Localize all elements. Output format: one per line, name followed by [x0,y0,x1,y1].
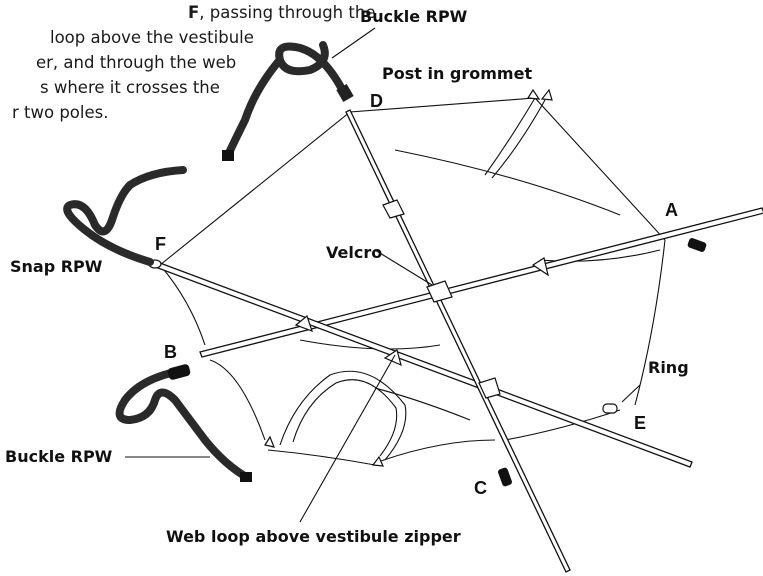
vestibule-door-outer [279,370,407,461]
tent-body-outline [159,97,666,466]
vestibule-stake-loop-right [371,455,384,467]
instruction-line-2: loop above the vestibule [50,28,254,47]
buckle-rpw-bottom-strap [115,368,252,482]
callout-velcro: Velcro [326,243,382,262]
grommet-post-left [526,88,541,100]
tent-right-edge [634,239,666,406]
grommet-post-right [540,88,553,101]
tent-fold-line-4 [374,387,471,421]
callout-snap-rpw: Snap RPW [10,257,103,276]
callout-web-loop: Web loop above vestibule zipper [166,527,461,546]
buckle-bottom [167,364,191,380]
leader-velcro [374,249,433,286]
instruction-line-3: er, and through the web [36,53,237,72]
tent-top-edge [159,97,666,266]
buckle-top [336,83,354,103]
buckle-rpw-top-tail [224,58,282,159]
velcro-clip-3 [478,377,501,399]
tent-left-edge [159,264,206,346]
pole-b-to-a [199,207,763,358]
leader-ring [621,384,641,403]
callout-post-in-grommet: Post in grommet [382,64,532,83]
tent-left-lower-edge [209,359,266,441]
straps [63,41,707,487]
instruction-line-1: F, passing through the [188,0,375,25]
buckle-top-tip [222,150,234,161]
velcro-clip-5 [531,257,549,277]
pole-f-to-e [157,262,693,468]
tent-fold-line [394,149,621,216]
callout-leaders [125,27,641,523]
vestibule-stake-loop-left [264,435,275,448]
pole-d-to-c [345,109,571,573]
velcro-clip-4 [294,314,313,333]
vestibule-base-right [377,439,496,463]
callout-buckle-rpw-top: Buckle RPW [360,7,468,26]
leader-buckle-top [331,27,376,59]
snap-rpw-strap [63,166,187,266]
corner-ring [602,403,618,414]
tent-inner-seam-2 [491,99,546,179]
tent-inner-seam-1 [484,97,536,176]
vestibule-base-left [267,449,376,466]
instruction-line-5: r two poles. [12,103,109,122]
buckle-rpw-top-loop [275,41,349,99]
poles [157,109,763,573]
instruction-text: F, passing through the loop above the ve… [0,0,375,125]
callout-buckle-rpw-bottom: Buckle RPW [5,447,113,466]
point-label-c: C [474,478,487,498]
buckle-bottom-tip [240,472,252,482]
velcro-clip-2 [426,280,453,303]
pole-tip-a [687,238,707,252]
point-label-d: D [370,91,383,111]
point-label-b: B [164,342,177,362]
instruction-line-1-text: , passing through the [199,3,376,22]
point-label-e: E [634,413,646,433]
tent-bottom-right-edge [504,409,621,441]
velcro-clips [294,199,549,399]
leader-web-loop [299,354,396,523]
callout-ring: Ring [648,358,689,377]
point-label-a: A [665,200,678,220]
vestibule-door-inner [292,379,398,457]
pole-tip-c [498,467,512,487]
instruction-line-4: s where it crosses the [40,78,220,97]
velcro-clip-1 [382,199,405,219]
instruction-corner-ref: F [188,3,200,22]
point-label-f: F [155,234,166,254]
